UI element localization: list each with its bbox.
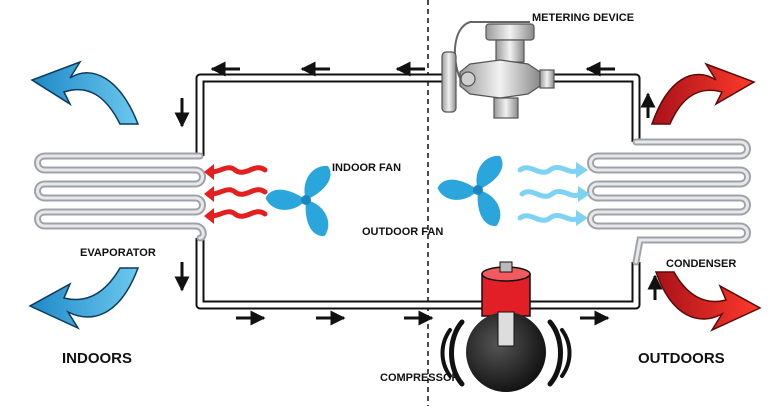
indoor-air-arrow-icon [30, 60, 140, 125]
indoor-fan-icon [265, 165, 331, 237]
indoor-air-arrow-icon [28, 267, 140, 330]
metering-device-icon [441, 21, 555, 119]
outdoor-air-arrow-icon [654, 271, 762, 332]
warm-air-flow [209, 165, 268, 219]
condenser-coil [587, 138, 751, 266]
indoors-label: INDOORS [62, 350, 133, 367]
outdoor-fan-icon [437, 155, 503, 227]
outdoor-fan-label: OUTDOOR FAN [362, 226, 444, 238]
indoor-fan-label: INDOOR FAN [332, 162, 402, 174]
compressor-icon [440, 261, 572, 392]
compressor-label: COMPRESSOR [380, 372, 460, 384]
condenser-label: CONDENSER [666, 258, 737, 270]
evaporator-label: EVAPORATOR [80, 247, 156, 259]
flow-arrows [174, 61, 663, 326]
metering-device-label: METERING DEVICE [532, 12, 635, 24]
cool-air-flow [517, 164, 583, 223]
outdoor-air-arrow-icon [650, 62, 756, 125]
outdoors-label: OUTDOORS [638, 350, 725, 367]
